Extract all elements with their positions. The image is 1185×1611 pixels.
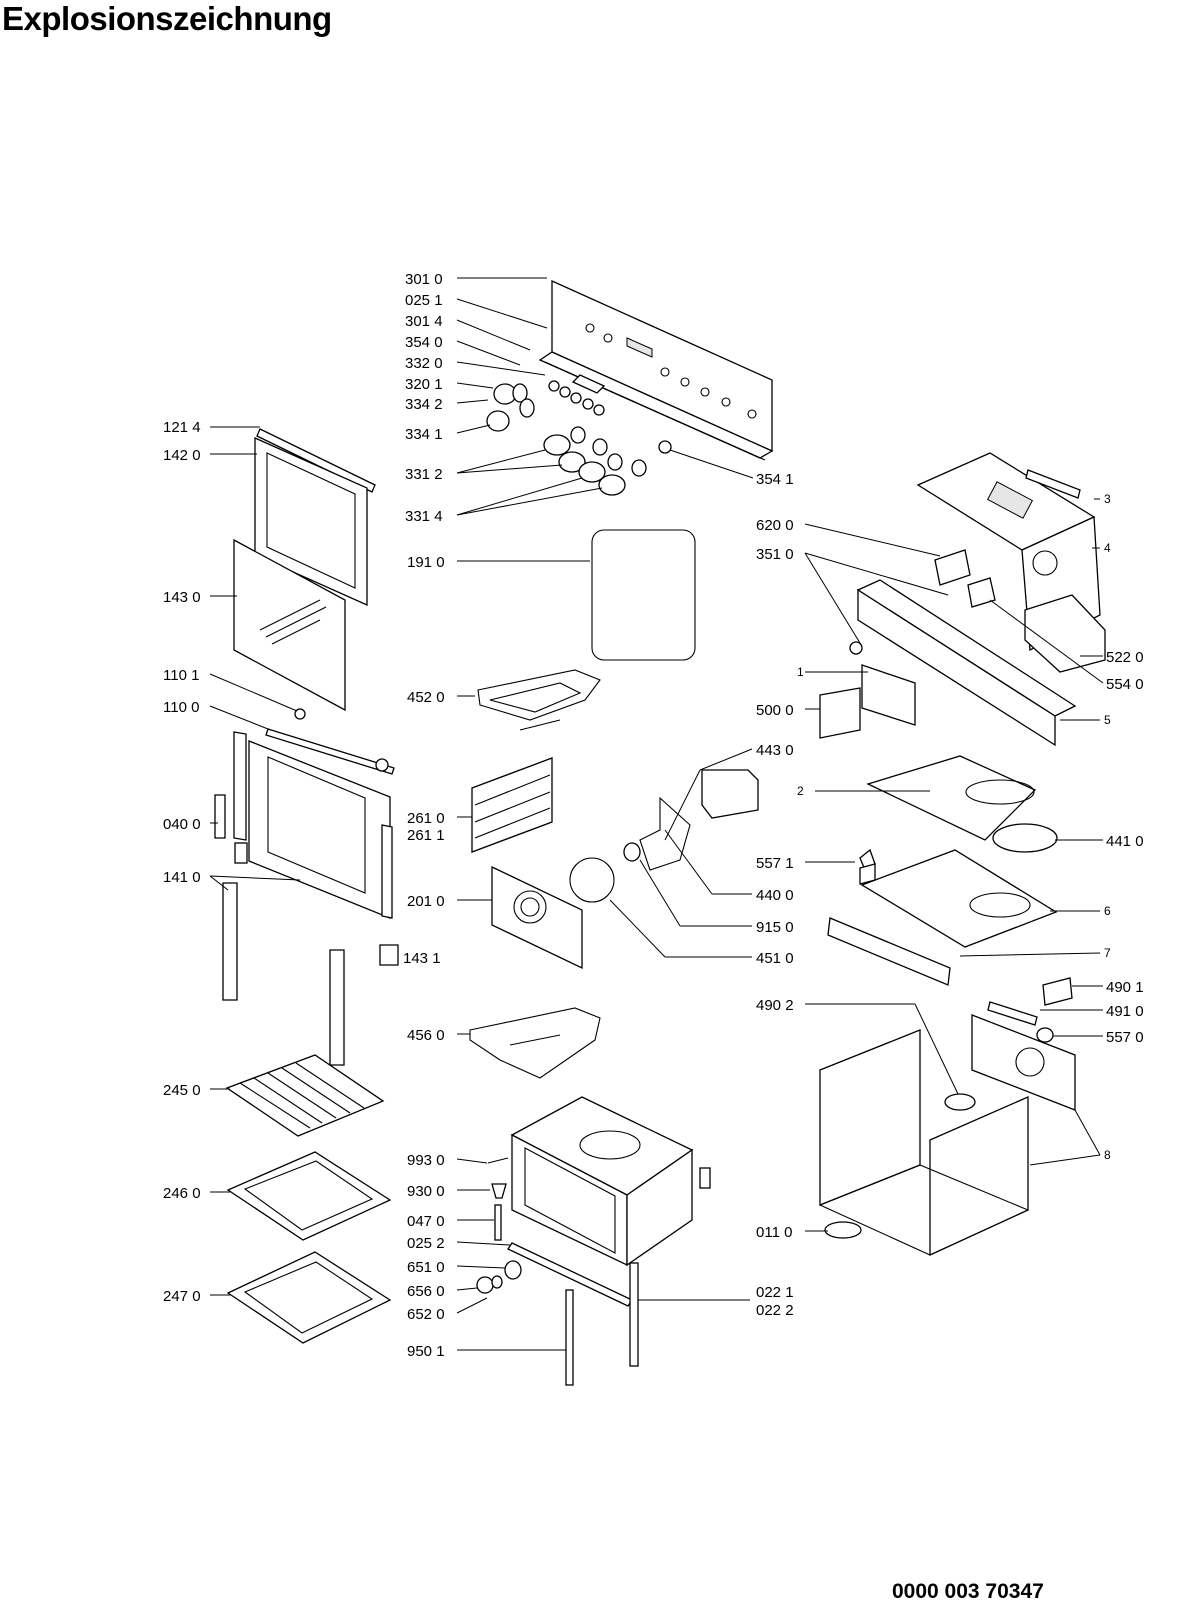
label-201-0: 201 0 (407, 893, 445, 910)
label-ref-4: 4 (1104, 541, 1111, 555)
label-301-0: 301 0 (405, 271, 443, 288)
label-ref-3: 3 (1104, 492, 1111, 506)
door-gasket-part (591, 529, 696, 661)
label-247-0: 247 0 (163, 1288, 201, 1305)
shelf-and-tray-parts (225, 1054, 392, 1344)
label-351-0: 351 0 (756, 546, 794, 563)
label-334-2: 334 2 (405, 396, 443, 413)
label-246-0: 246 0 (163, 1185, 201, 1202)
label-354-1: 354 1 (756, 471, 794, 488)
label-490-2: 490 2 (756, 997, 794, 1014)
label-557-0: 557 0 (1106, 1029, 1144, 1046)
label-522-0: 522 0 (1106, 649, 1144, 666)
label-452-0: 452 0 (407, 689, 445, 706)
knob-parts (486, 374, 672, 496)
label-652-0: 652 0 (407, 1306, 445, 1323)
label-557-1: 557 1 (756, 855, 794, 872)
label-443-0: 443 0 (756, 742, 794, 759)
shelf-support-parts (471, 757, 553, 853)
label-620-0: 620 0 (756, 517, 794, 534)
label-451-0: 451 0 (756, 950, 794, 967)
label-141-0: 141 0 (163, 869, 201, 886)
label-025-1: 025 1 (405, 292, 443, 309)
label-040-0: 040 0 (163, 816, 201, 833)
label-110-0: 110 0 (163, 699, 199, 716)
label-915-0: 915 0 (756, 919, 794, 936)
heating-element-parts (469, 669, 601, 1079)
label-121-4: 121 4 (163, 419, 201, 436)
control-panel-part (538, 279, 774, 461)
label-651-0: 651 0 (407, 1259, 445, 1276)
label-261-1: 261 1 (407, 827, 445, 844)
label-950-1: 950 1 (407, 1343, 445, 1360)
label-022-2: 022 2 (756, 1302, 794, 1319)
label-011-0: 011 0 (756, 1224, 792, 1241)
label-491-0: 491 0 (1106, 1003, 1144, 1020)
label-ref-8: 8 (1104, 1148, 1111, 1162)
label-456-0: 456 0 (407, 1027, 445, 1044)
outer-casing-part (818, 863, 1076, 1257)
label-142-0: 142 0 (163, 447, 201, 464)
fixing-parts (476, 1157, 639, 1386)
oven-cavity-part (510, 1096, 711, 1267)
label-ref-5: 5 (1104, 713, 1111, 727)
fan-cover-part (491, 865, 583, 970)
label-110-1: 110 1 (163, 667, 199, 684)
label-656-0: 656 0 (407, 1283, 445, 1300)
electronics-parts (819, 549, 1106, 739)
label-320-1: 320 1 (405, 376, 443, 393)
label-ref-6: 6 (1104, 904, 1111, 918)
label-261-0: 261 0 (407, 810, 445, 827)
label-554-0: 554 0 (1106, 676, 1144, 693)
document-number: 0000 003 70347 (892, 1580, 1044, 1603)
baffle-parts (827, 755, 1058, 986)
label-245-0: 245 0 (163, 1082, 201, 1099)
label-930-0: 930 0 (407, 1183, 445, 1200)
label-441-0: 441 0 (1106, 833, 1144, 850)
label-331-4: 331 4 (405, 508, 443, 525)
label-332-0: 332 0 (405, 355, 443, 372)
label-025-2: 025 2 (407, 1235, 445, 1252)
label-440-0: 440 0 (756, 887, 794, 904)
label-047-0: 047 0 (407, 1213, 445, 1230)
label-354-0: 354 0 (405, 334, 443, 351)
label-143-0: 143 0 (163, 589, 201, 606)
oven-door-parts (214, 428, 399, 1066)
label-022-1: 022 1 (756, 1284, 794, 1301)
label-301-4: 301 4 (405, 313, 443, 330)
part-labels: 301 0 025 1 301 4 354 0 332 0 320 1 334 … (163, 271, 1144, 1360)
label-191-0: 191 0 (407, 554, 445, 571)
front-frame-part (849, 579, 1077, 747)
label-993-0: 993 0 (407, 1152, 445, 1169)
label-ref-7: 7 (1104, 946, 1111, 960)
label-331-2: 331 2 (405, 466, 443, 483)
label-490-1: 490 1 (1106, 979, 1144, 996)
label-ref-1: 1 (797, 665, 804, 679)
label-500-0: 500 0 (756, 702, 794, 719)
leader-lines (209, 277, 1104, 1351)
fan-assembly-parts (569, 769, 759, 903)
label-143-1: 143 1 (403, 950, 441, 967)
page-title: Explosionszeichnung (2, 0, 332, 37)
label-ref-2: 2 (797, 784, 804, 798)
label-334-1: 334 1 (405, 426, 443, 443)
